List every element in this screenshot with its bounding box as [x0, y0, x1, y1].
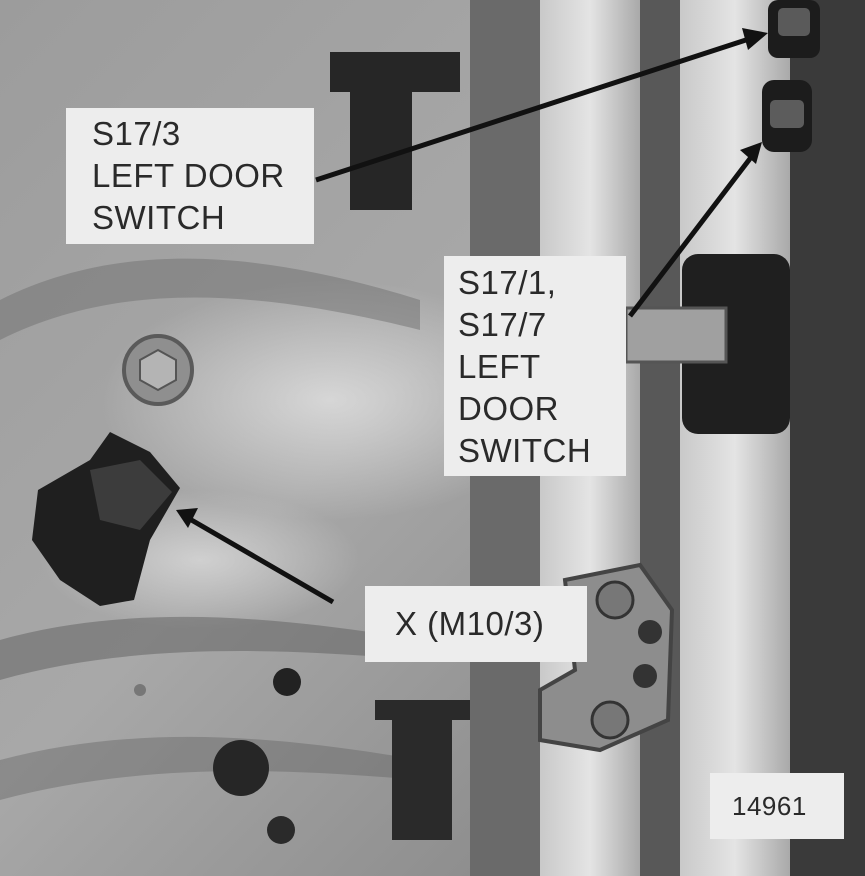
label-line: SWITCH [458, 432, 592, 469]
label-s17-1-s17-7-left-door-switch: S17/1, S17/7 LEFT DOOR SWITCH [444, 256, 626, 476]
label-line: DOOR [458, 390, 559, 427]
label-line: S17/7 [458, 306, 547, 343]
label-line: S17/1, [458, 264, 557, 301]
label-line: SWITCH [92, 199, 226, 236]
label-line: LEFT [458, 348, 541, 385]
figure-number: 14961 [710, 773, 844, 839]
label-line: X (M10/3) [395, 605, 545, 642]
label-line: LEFT DOOR [92, 157, 285, 194]
label-x-m10-3-connector: X (M10/3) [365, 586, 587, 662]
label-line: S17/3 [92, 115, 181, 152]
label-s17-3-left-door-switch: S17/3 LEFT DOOR SWITCH [66, 108, 314, 244]
figure-number-text: 14961 [732, 791, 807, 821]
